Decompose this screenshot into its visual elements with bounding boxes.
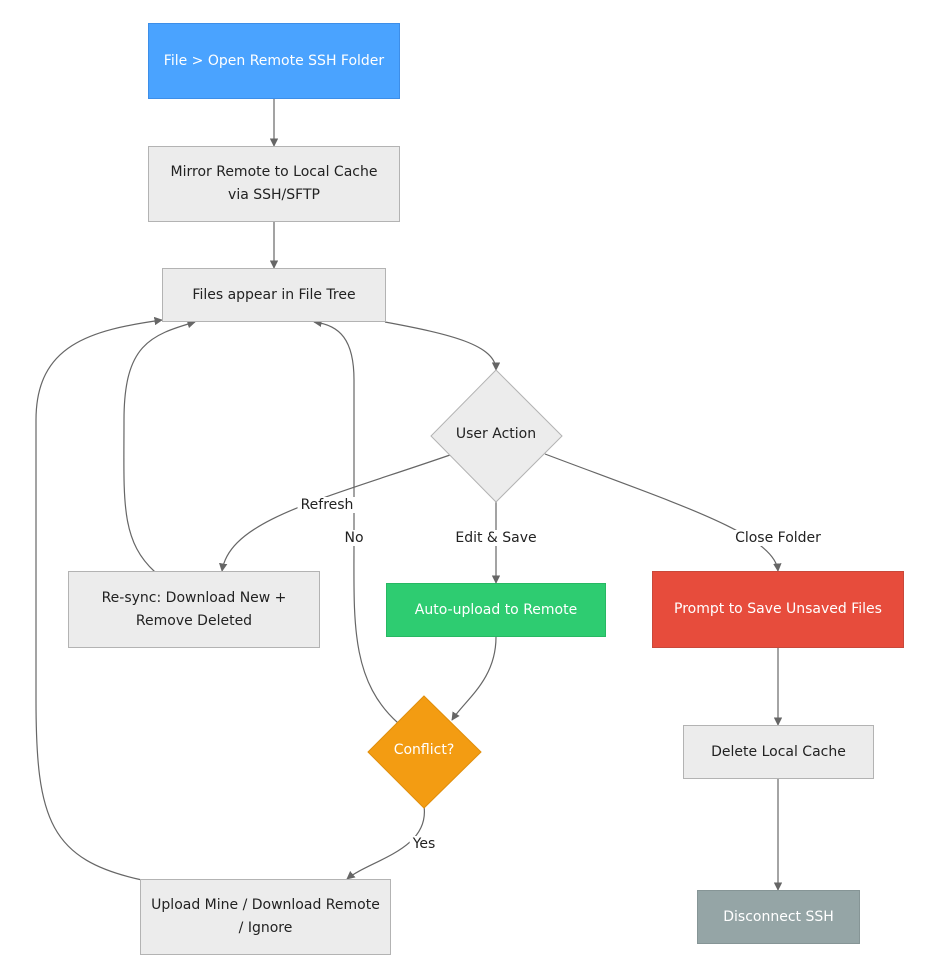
node-disconnect: Disconnect SSH	[697, 890, 860, 944]
edge-conflict-yes-to-upload-mine	[346, 805, 425, 880]
conflict-diamond	[367, 695, 482, 809]
node-delete-cache: Delete Local Cache	[683, 725, 874, 779]
edge-action-to-resync	[219, 454, 451, 572]
edge-upload-mine-to-tree	[35, 316, 163, 881]
node-prompt-save: Prompt to Save Unsaved Files	[652, 571, 904, 648]
node-file-tree: Files appear in File Tree	[162, 268, 386, 322]
edge-label-yes: Yes	[409, 836, 439, 852]
edge-label-close-folder: Close Folder	[732, 530, 824, 546]
edge-resync-to-tree	[123, 320, 196, 573]
edge-action-to-prompt	[544, 453, 782, 572]
node-resync: Re-sync: Download New + Remove Deleted	[68, 571, 320, 648]
node-mirror-cache: Mirror Remote to Local Cache via SSH/SFT…	[148, 146, 400, 222]
edge-upload-to-conflict	[451, 636, 497, 721]
node-auto-upload: Auto-upload to Remote	[386, 583, 606, 637]
node-open-folder: File > Open Remote SSH Folder	[148, 23, 400, 99]
user-action-diamond	[430, 369, 563, 503]
user-action-label: User Action	[455, 426, 537, 442]
edge-label-refresh: Refresh	[297, 497, 357, 513]
conflict-label: Conflict?	[393, 742, 455, 758]
edge-label-no: No	[341, 530, 367, 546]
edge-label-edit-save: Edit & Save	[452, 530, 540, 546]
edge-conflict-no-to-tree	[313, 318, 399, 724]
edge-tree-to-action	[384, 321, 501, 371]
node-upload-mine: Upload Mine / Download Remote / Ignore	[140, 879, 391, 955]
